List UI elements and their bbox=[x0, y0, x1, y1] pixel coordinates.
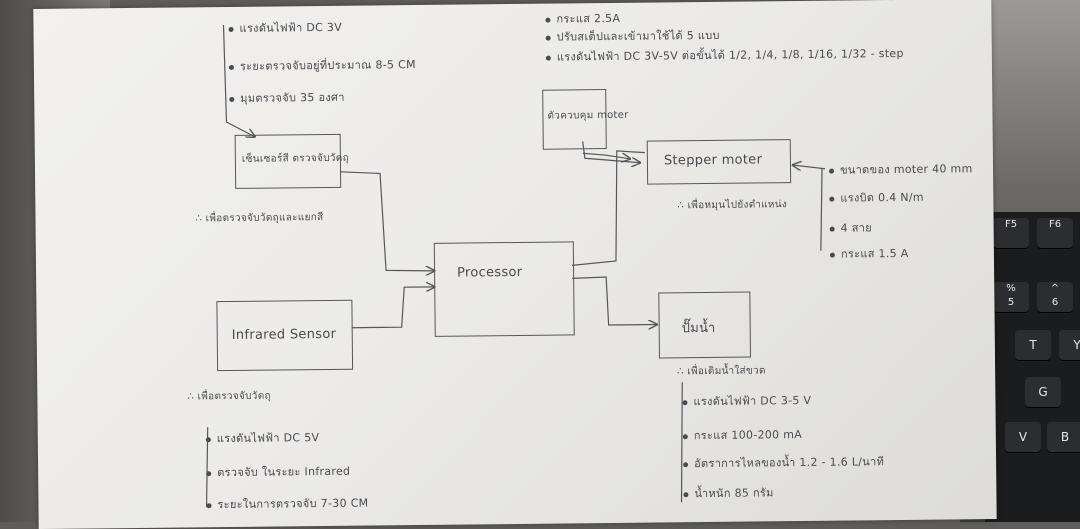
color-sensor-box: เซ็นเซอร์สี ตรวจจับวัตถุ bbox=[234, 133, 349, 189]
motor-driver-box: ตัวควบคุม moter bbox=[542, 89, 629, 150]
stepper-note-wires: 4 สาย bbox=[829, 218, 873, 236]
key-g: G bbox=[1025, 377, 1061, 407]
key-v: V bbox=[1005, 422, 1041, 452]
color-sensor-caption: ∴ เพื่อตรวจจับวัตถุและแยกสี bbox=[195, 212, 324, 225]
stepper-motor-box: Stepper moter bbox=[646, 139, 792, 185]
infrared-sensor-box: Infrared Sensor bbox=[216, 299, 354, 372]
water-pump-label: ปั๊มน้ำ bbox=[681, 320, 716, 337]
key-y: Y bbox=[1059, 330, 1080, 360]
key-f5: F5 bbox=[993, 218, 1029, 248]
stepper-motor-label: Stepper moter bbox=[663, 152, 763, 169]
infrared-caption: ∴ เพื่อตรวจจับวัตถุ bbox=[187, 390, 271, 403]
infrared-note-range: ระยะในการตรวจจับ 7-30 CM bbox=[206, 494, 369, 514]
paper-sheet: แรงดันไฟฟ้า DC 3V ระยะตรวจจับอยู่ที่ประม… bbox=[33, 0, 997, 529]
color-sensor-label: เซ็นเซอร์สี ตรวจจับวัตถุ bbox=[241, 152, 349, 165]
stepper-note-torque: แรงบิด 0.4 N/m bbox=[829, 188, 924, 207]
infrared-note-voltage: แรงดันไฟฟ้า DC 5V bbox=[205, 428, 320, 447]
key-b: B bbox=[1047, 422, 1080, 452]
stepper-caption: ∴ เพื่อหมุนไปยังตำแหน่ง bbox=[677, 199, 788, 212]
note-driver-current: กระแส 2.5A bbox=[545, 9, 620, 28]
pump-note-flow: อัตราการไหลของน้ำ 1.2 - 1.6 L/นาที bbox=[683, 452, 884, 472]
stepper-note-current: กระแส 1.5 A bbox=[829, 244, 909, 263]
water-pump-box: ปั๊มน้ำ bbox=[658, 291, 751, 359]
motor-driver-label: ตัวควบคุม moter bbox=[547, 109, 629, 122]
note-driver-voltage: แรงดันไฟฟ้า DC 3V-5V ต่อขั้นได้ 1/2, 1/4… bbox=[545, 44, 904, 66]
processor-label: Processor bbox=[457, 264, 523, 281]
note-driver-steps: ปรับสเต็ปและเข้ามาใช้ได้ 5 แบบ bbox=[545, 26, 720, 46]
laptop-keyboard: F5 F6 %5 ^6 T Y G V B bbox=[985, 212, 1080, 522]
note-color-sensor-angle: มุมตรวจจับ 35 องศา bbox=[229, 88, 345, 107]
note-color-sensor-range: ระยะตรวจจับอยู่ที่ประมาณ 8-5 CM bbox=[228, 55, 416, 75]
infrared-note-detection: ตรวจจับ ในระยะ Infrared bbox=[206, 462, 350, 482]
key-t: T bbox=[1015, 330, 1051, 360]
pump-note-weight: น้ำหนัก 85 กรัม bbox=[683, 483, 774, 502]
pump-caption: ∴ เพื่อเติมน้ำใส่ขวด bbox=[677, 365, 766, 378]
pump-note-current: กระแส 100-200 mA bbox=[682, 425, 802, 444]
infrared-sensor-label: Infrared Sensor bbox=[231, 326, 337, 343]
key-f6: F6 bbox=[1037, 218, 1073, 248]
note-color-sensor-voltage: แรงดันไฟฟ้า DC 3V bbox=[228, 18, 342, 37]
key-6: ^6 bbox=[1037, 282, 1073, 312]
key-5: %5 bbox=[993, 282, 1029, 312]
processor-box: Processor bbox=[433, 241, 575, 337]
connector-lines bbox=[205, 25, 826, 508]
pump-note-voltage: แรงดันไฟฟ้า DC 3-5 V bbox=[682, 391, 811, 410]
stepper-note-size: ขนาดของ moter 40 mm bbox=[829, 159, 973, 179]
